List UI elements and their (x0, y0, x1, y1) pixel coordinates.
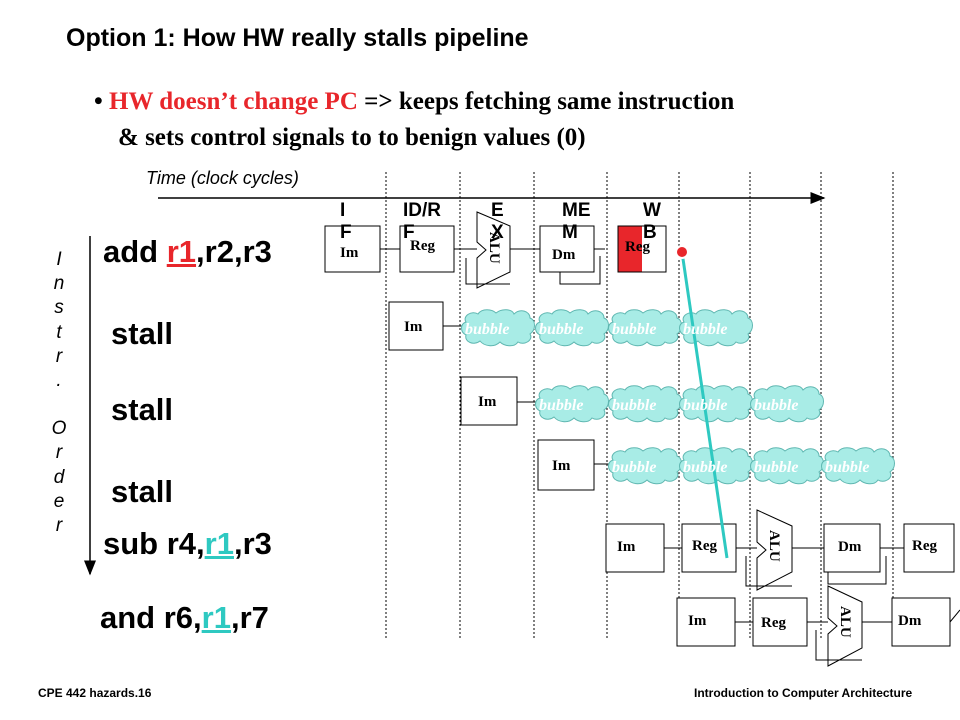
bullet-marker: • (94, 88, 103, 115)
reg-label: Reg (912, 538, 937, 554)
time-axis-label: Time (clock cycles) (146, 168, 299, 188)
bubble-label: bubble (612, 321, 656, 338)
writeback-point (675, 245, 689, 259)
im-label: Im (617, 539, 636, 555)
im-block (605, 523, 665, 573)
dm-block (539, 225, 595, 273)
bubble-label: bubble (754, 397, 798, 414)
bubble-label: bubble (683, 397, 727, 414)
im-label: Im (404, 319, 423, 335)
im-label: Im (340, 245, 359, 261)
reg-label: Reg (625, 239, 650, 255)
reg-block (752, 597, 808, 647)
alu-block (756, 509, 793, 591)
bubble-label: bubble (465, 321, 509, 338)
footer-subject: Introduction to Computer Architecture (694, 686, 913, 700)
pipeline-row-sub (605, 509, 955, 591)
im-label: Im (552, 458, 571, 474)
bubble-label: bubble (539, 321, 583, 338)
alu-label: ALU (837, 606, 853, 638)
bullet-rest: => keeps fetching same instruction (357, 88, 735, 115)
im-label: Im (478, 394, 497, 410)
bullet-line-2: & sets control signals to to benign valu… (118, 124, 586, 151)
bubble-label: bubble (683, 459, 727, 476)
instruction-sub: sub r4,r1,r3 (103, 526, 272, 561)
bullet-highlight: HW doesn’t change PC (109, 88, 358, 115)
im-block (676, 597, 736, 647)
bubble-label: bubble (612, 397, 656, 414)
pipeline-row-and (676, 585, 960, 667)
alu-block (827, 585, 863, 667)
instruction-stall-2: stall (111, 392, 174, 427)
dm-block (891, 597, 951, 647)
footer-course: CPE 442 hazards.16 (38, 686, 152, 700)
im-block (537, 439, 595, 491)
bubble-label: bubble (539, 397, 583, 414)
reg-label: Reg (410, 238, 435, 254)
bubble-label: bubble (825, 459, 869, 476)
slide-title: Option 1: How HW really stalls pipeline (66, 24, 529, 52)
pipeline-row-stall-1 (388, 301, 462, 351)
reg-block (399, 225, 455, 273)
reg-writeback-highlight (618, 226, 642, 272)
writeback-dependency-line (680, 251, 729, 559)
instruction-stall-1: stall (111, 316, 174, 351)
dm-label: Dm (898, 613, 922, 629)
pipeline-row-stall-2 (460, 376, 536, 426)
bullet-line-1: • HW doesn’t change PC => keeps fetching… (94, 88, 734, 116)
dm-label: Dm (838, 539, 862, 555)
instruction-add: add r1,r2,r3 (103, 234, 272, 269)
alu-block (476, 211, 511, 289)
alu-label: ALU (766, 530, 782, 562)
im-label: Im (688, 613, 707, 629)
reg-label: Reg (761, 615, 786, 631)
instruction-order-label: I n s t r . O r d e r (51, 249, 67, 537)
dm-label: Dm (552, 247, 576, 263)
im-block (388, 301, 444, 351)
instruction-stall-3: stall (111, 474, 174, 509)
im-block (324, 225, 381, 273)
bubble-label: bubble (754, 459, 798, 476)
source-register: r1 (201, 600, 231, 635)
bubble-label: bubble (612, 459, 656, 476)
source-register: r1 (204, 526, 234, 561)
instruction-and: and r6,r1,r7 (100, 600, 269, 635)
alu-label: ALU (486, 232, 502, 264)
reg-writeback-block (903, 523, 955, 573)
pipeline-row-add (324, 211, 667, 289)
reg-label: Reg (692, 538, 717, 554)
im-block (460, 376, 518, 426)
dest-register: r1 (166, 234, 197, 269)
bubble-label: bubble (683, 321, 727, 338)
dm-block (823, 523, 881, 573)
pipeline-row-stall-3 (537, 439, 610, 491)
